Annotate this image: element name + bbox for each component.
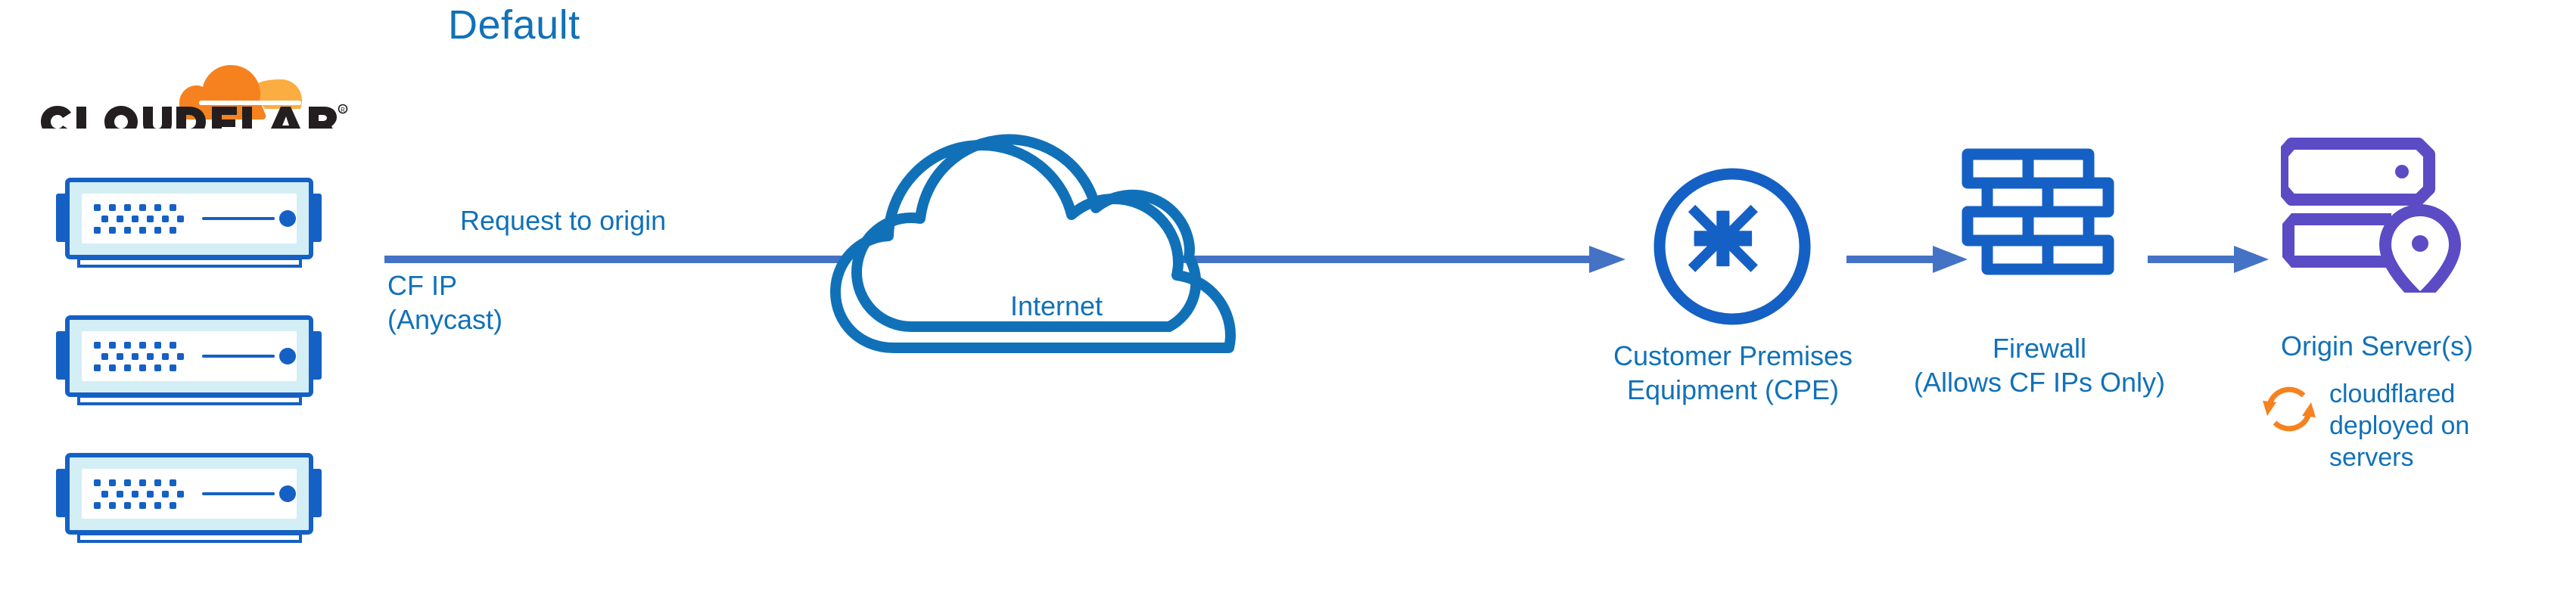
cloudflared-note: cloudflared deployed on servers	[2261, 378, 2564, 473]
cloudflare-logo: R	[38, 45, 348, 129]
brick-wall-icon	[1958, 147, 2119, 298]
cf-ip-line-1: CF IP	[387, 270, 458, 301]
internet-label: Internet	[1010, 290, 1103, 321]
cpe-label-line-2: Equipment (CPE)	[1626, 374, 1840, 405]
cf-ip-anycast-caption: CF IP (Anycast)	[387, 268, 502, 336]
page-title: Default	[448, 2, 580, 48]
cloudflare-wordmark	[41, 106, 337, 129]
cloudflare-cloud-icon	[179, 65, 302, 119]
server-rack-location-pin-icon	[2281, 138, 2470, 293]
cloud-icon	[830, 134, 1236, 353]
cpe-label: Customer Premises Equipment (CPE)	[1555, 339, 1911, 407]
circular-sync-arrows-icon	[2261, 381, 2317, 437]
svg-text:R: R	[341, 107, 345, 113]
arrow-cpe-to-firewall	[1846, 240, 1968, 278]
cloudflared-note-text: cloudflared deployed on servers	[2329, 378, 2469, 473]
arrow-firewall-to-origin	[2148, 240, 2269, 278]
request-to-origin-label: Request to origin	[460, 205, 667, 236]
network-switch-icon	[32, 452, 346, 544]
firewall-label-line-2: (Allows CF IPs Only)	[1913, 367, 2166, 398]
internet-cloud-node: Internet	[822, 98, 1291, 355]
network-switch-icon	[32, 177, 346, 269]
cloudflared-note-line-2: deployed on	[2329, 411, 2470, 440]
cloudflared-note-line-1: cloudflared	[2329, 380, 2456, 408]
cf-ip-line-2: (Anycast)	[387, 304, 503, 335]
firewall-label-line-1: Firewall	[1992, 333, 2086, 364]
router-four-arrows-icon	[1648, 163, 1816, 330]
cloudflared-note-line-3: servers	[2329, 443, 2414, 472]
origin-server-label: Origin Server(s)	[2280, 330, 2474, 361]
cpe-label-line-1: Customer Premises	[1613, 340, 1853, 371]
firewall-label: Firewall (Allows CF IPs Only)	[1877, 331, 2202, 399]
registered-trademark-icon: R	[338, 104, 348, 114]
network-switch-icon	[32, 315, 346, 407]
